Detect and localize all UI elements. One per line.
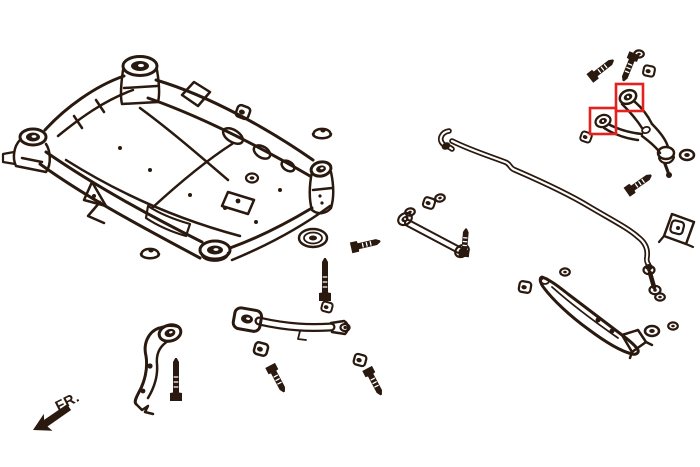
rear-lower-control-arm [538, 275, 654, 360]
washer [678, 148, 696, 162]
subframe-mount-cap-bushing [311, 127, 333, 140]
stabilizer-bar [440, 131, 653, 270]
bolt [264, 362, 290, 396]
bushing [517, 279, 533, 295]
washer [667, 321, 679, 331]
bolt [617, 50, 641, 84]
fr-label: FR. [53, 389, 82, 415]
stabilizer-end-link [642, 264, 662, 296]
washer [433, 192, 447, 204]
rear-upper-control-arm [592, 86, 676, 178]
rear-arm [231, 306, 351, 341]
rear-subframe [1, 55, 335, 262]
stabilizer-bar-bracket [657, 212, 696, 249]
toe-link-bolt [457, 227, 472, 258]
washer [403, 206, 417, 218]
bushing [251, 340, 271, 358]
trailing-bracket-bolt [169, 357, 183, 402]
long-mount-bolt [318, 257, 332, 302]
highlight-box-upper-arm-rear-bushing [588, 106, 618, 136]
front-direction-arrow: FR. [33, 389, 82, 431]
subframe-mount-cap-bushing [139, 247, 161, 260]
bolt [585, 55, 618, 84]
highlight-box-upper-arm-front-bushing [614, 82, 645, 113]
washer [654, 292, 666, 302]
bolt [361, 365, 387, 399]
bushing [641, 63, 657, 79]
hex-nut [319, 300, 335, 314]
bushing [421, 195, 437, 211]
trailing-arm-bracket [133, 323, 183, 416]
subframe-mount-bushing [233, 102, 253, 122]
mount-washer-disc [297, 227, 329, 249]
bolt [622, 169, 656, 198]
washer [643, 324, 661, 338]
bolt [349, 235, 383, 254]
bushing [351, 352, 369, 368]
washer [559, 267, 571, 277]
